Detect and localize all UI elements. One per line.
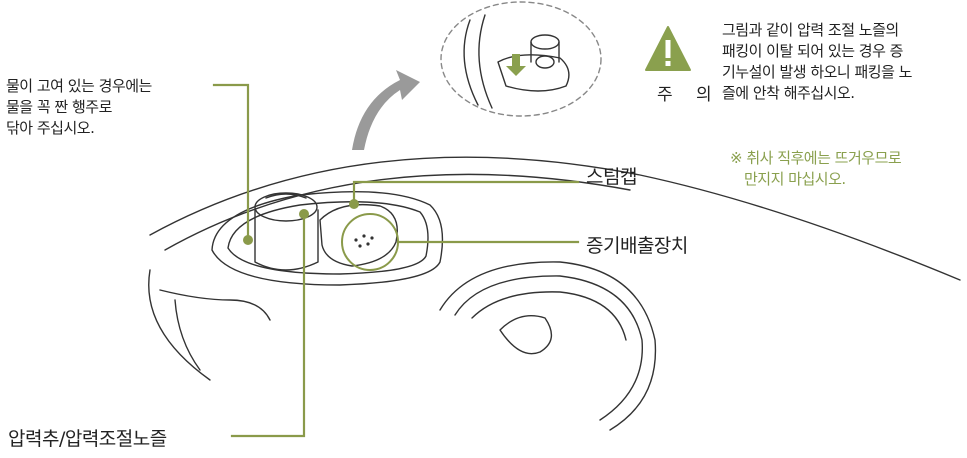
pressure-weight-shine <box>265 193 307 199</box>
detail-rim-inner <box>478 14 493 109</box>
note-leader-dot <box>243 235 253 245</box>
well-inner <box>227 201 429 275</box>
note-leader-line <box>212 83 250 242</box>
inner-lid-petal <box>499 315 553 355</box>
lid-outer-edge <box>149 156 961 281</box>
hot-surface-warning: ※ 취사 직후에는 뜨거우므로 만지지 마십시오. <box>730 148 902 190</box>
pressure-weight-top <box>254 192 318 222</box>
steam-cap-body <box>319 203 398 267</box>
gasket-arrow-icon <box>506 54 526 76</box>
caution-text: 그림과 같이 압력 조절 노즐의 패킹이 이탈 되어 있는 경우 증 기누설이 … <box>722 20 912 104</box>
instruction-line-2: 물을 꼭 짠 행주로 <box>6 98 112 116</box>
curved-arrow-icon <box>352 70 420 150</box>
caution-line-1: 그림과 같이 압력 조절 노즐의 <box>722 21 899 39</box>
instruction-line-3: 닦아 주십시오. <box>6 119 95 137</box>
lid-body-left <box>148 269 211 381</box>
steam-vent-label: 증기배출장치 <box>586 235 688 257</box>
steam-vent-highlight <box>341 213 399 271</box>
lid-handle-edge <box>174 299 201 371</box>
detail-nozzle-hole <box>535 55 555 69</box>
warning-line-2: 만지지 마십시오. <box>744 170 846 188</box>
pressure-weight-body <box>254 209 319 271</box>
detail-nozzle-base <box>497 54 570 92</box>
cleaning-instruction-note: 물이 고여 있는 경우에는 물을 꼭 짠 행주로 닦아 주십시오. <box>6 76 152 139</box>
steam-cap-label: 스팀캡 <box>586 166 637 188</box>
lid-body-curve <box>159 289 271 321</box>
instruction-line-1: 물이 고여 있는 경우에는 <box>6 77 152 95</box>
lid-inner-edge <box>164 173 631 251</box>
detail-inset-outline <box>440 1 602 117</box>
detail-nozzle-head <box>530 34 560 50</box>
caution-line-4: 즐에 안착 해주십시오. <box>722 84 855 102</box>
well-outer <box>211 190 444 286</box>
inner-lid-outer <box>439 261 657 431</box>
caution-line-2: 패킹이 이탈 되어 있는 경우 증 <box>722 42 903 60</box>
pressure-weight-label: 압력추/압력조절노즐 <box>8 428 167 450</box>
pressure-weight-leader-line <box>230 212 306 438</box>
caution-line-3: 기누설이 발생 하오니 패킹을 노 <box>722 63 912 81</box>
inner-lid-inner <box>454 275 644 421</box>
exclamation-triangle-icon <box>645 26 691 71</box>
detail-rim <box>463 19 479 106</box>
steam-cap-leader-dot <box>349 199 359 209</box>
pressure-weight-leader-dot <box>299 209 309 219</box>
steam-vent-holes <box>354 234 374 248</box>
inner-lid-ring <box>471 291 627 341</box>
detail-nozzle-stem <box>530 41 560 63</box>
caution-label: 주 의 <box>657 85 721 105</box>
warning-line-1: ※ 취사 직후에는 뜨거우므로 <box>730 149 902 167</box>
steam-cap-leader-line <box>352 180 580 204</box>
